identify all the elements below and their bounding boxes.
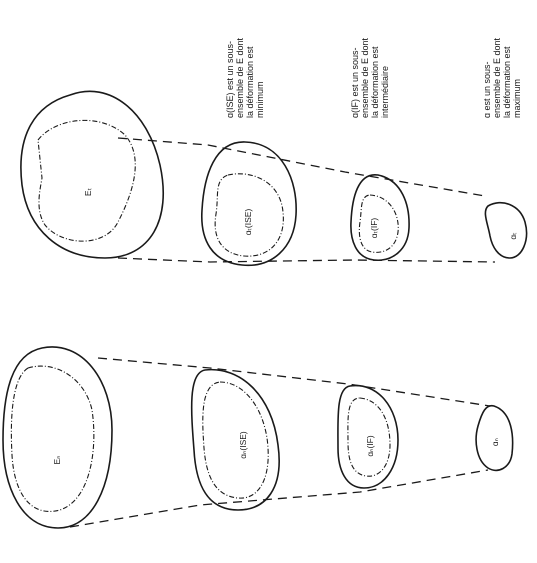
- guide-en-bottom: [70, 470, 488, 527]
- label-et: Eₜ: [83, 187, 93, 196]
- caption-if: ɑ(IF) est un sous- ensemble de E dont la…: [350, 37, 390, 118]
- caption-max-line-3: la déformation est: [502, 46, 512, 118]
- shape-en-outer: [3, 347, 112, 528]
- caption-max-line-1: ɑ est un sous-: [482, 61, 492, 118]
- label-an: ɑₙ: [490, 437, 500, 446]
- label-en: Eₙ: [52, 455, 62, 465]
- guide-en-top: [98, 358, 490, 406]
- shape-an-ise-outer: [192, 370, 279, 510]
- shape-en-inner: [11, 366, 93, 511]
- caption-max-line-4: maximum: [512, 79, 522, 118]
- label-an-ise: ɑₙ(ISE): [238, 431, 248, 459]
- label-at-ise: ɑₜ(ISE): [243, 209, 253, 236]
- label-at-if: ɑₜ(IF): [369, 218, 379, 239]
- label-an-if: ɑₙ(IF): [365, 435, 375, 456]
- guide-et-bottom: [118, 258, 495, 262]
- caption-ise-line-2: ensemble de E dont: [235, 37, 245, 118]
- caption-ise: ɑ(ISE) est un sous- ensemble de E dont l…: [225, 37, 265, 118]
- caption-if-line-2: ensemble de E dont: [360, 37, 370, 118]
- caption-if-line-3: la déformation est: [370, 46, 380, 118]
- caption-if-line-4: intermédiaire: [380, 66, 390, 118]
- caption-max-line-2: ensemble de E dont: [492, 37, 502, 118]
- shape-et-outer: [21, 91, 163, 258]
- label-at: ɑₜ: [508, 232, 518, 240]
- caption-max: ɑ est un sous- ensemble de E dont la déf…: [482, 37, 522, 118]
- guide-et-top: [118, 138, 485, 196]
- shape-at-outer: [485, 203, 526, 258]
- shape-at-if-outer: [351, 175, 409, 260]
- caption-ise-line-4: minimum: [255, 81, 265, 118]
- shape-an-ise-inner: [203, 382, 268, 498]
- caption-if-line-1: ɑ(IF) est un sous-: [350, 47, 360, 118]
- caption-ise-line-3: la déformation est: [245, 46, 255, 118]
- caption-ise-line-1: ɑ(ISE) est un sous-: [225, 41, 235, 118]
